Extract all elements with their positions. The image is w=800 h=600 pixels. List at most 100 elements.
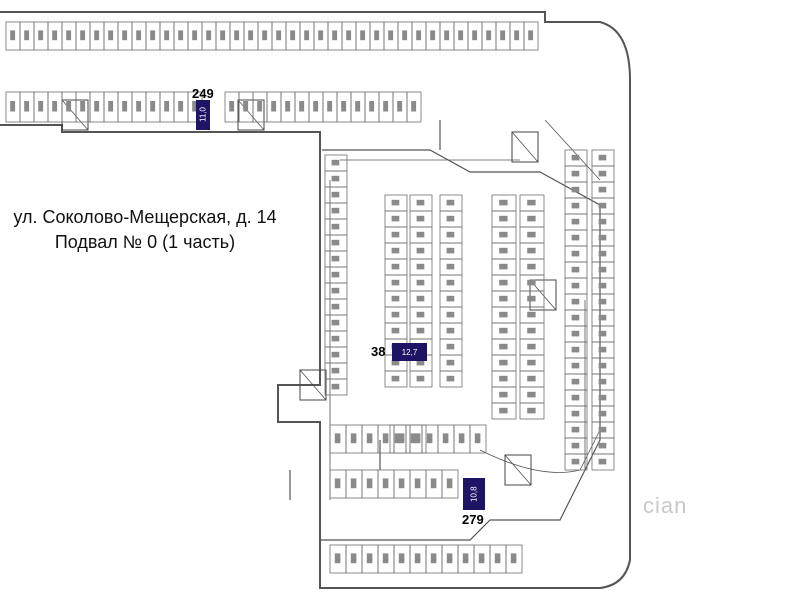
car-mark: [94, 30, 100, 41]
car-mark: [598, 346, 607, 353]
stair-core-diagonal: [299, 369, 327, 401]
car-mark: [446, 215, 455, 222]
car-mark: [52, 101, 58, 112]
car-mark: [416, 199, 425, 206]
stair-core-diagonal: [237, 99, 265, 131]
car-mark: [136, 30, 142, 41]
car-mark: [426, 433, 433, 444]
car-mark: [66, 101, 72, 112]
watermark-logo: cian: [643, 493, 688, 518]
car-mark: [334, 478, 341, 489]
car-mark: [527, 343, 536, 350]
car-mark: [571, 378, 580, 385]
parking-space: [523, 21, 539, 51]
car-mark: [499, 215, 508, 222]
car-mark: [150, 101, 156, 112]
parking-space: [491, 402, 517, 420]
car-mark: [571, 330, 580, 337]
car-mark: [331, 383, 340, 390]
car-mark: [391, 311, 400, 318]
car-mark: [416, 311, 425, 318]
car-mark: [391, 327, 400, 334]
car-mark: [416, 247, 425, 254]
car-mark: [290, 30, 296, 41]
car-mark: [398, 478, 405, 489]
car-mark: [382, 433, 389, 444]
car-mark: [527, 215, 536, 222]
car-mark: [355, 101, 361, 112]
car-mark: [414, 478, 421, 489]
car-mark: [416, 231, 425, 238]
car-mark: [271, 101, 277, 112]
car-mark: [571, 458, 580, 465]
car-mark: [391, 215, 400, 222]
plan-details: [10, 30, 607, 564]
car-mark: [350, 478, 357, 489]
car-mark: [499, 343, 508, 350]
car-mark: [257, 101, 263, 112]
car-mark: [571, 154, 580, 161]
car-mark: [38, 30, 44, 41]
car-mark: [350, 433, 357, 444]
car-mark: [331, 303, 340, 310]
car-mark: [398, 553, 405, 564]
space-area-279: 10,8: [463, 478, 485, 510]
car-mark: [527, 279, 536, 286]
car-mark: [416, 263, 425, 270]
car-mark: [499, 407, 508, 414]
car-mark: [499, 231, 508, 238]
car-mark: [331, 367, 340, 374]
car-mark: [391, 359, 400, 366]
car-mark: [571, 314, 580, 321]
parking-space: [591, 453, 615, 471]
car-mark: [391, 279, 400, 286]
car-mark: [80, 30, 86, 41]
car-mark: [571, 218, 580, 225]
car-mark: [416, 359, 425, 366]
car-mark: [499, 391, 508, 398]
car-mark: [499, 311, 508, 318]
car-mark: [374, 30, 380, 41]
outer-wall: [0, 11, 631, 589]
car-mark: [24, 101, 30, 112]
car-mark: [391, 263, 400, 270]
car-mark: [528, 30, 534, 41]
parking-space: [564, 453, 588, 471]
stair-core: [529, 279, 557, 311]
car-mark: [499, 247, 508, 254]
car-mark: [391, 199, 400, 206]
car-mark: [346, 30, 352, 41]
car-mark: [220, 30, 226, 41]
car-mark: [164, 30, 170, 41]
car-mark: [391, 375, 400, 382]
car-mark: [304, 30, 310, 41]
car-mark: [313, 101, 319, 112]
car-mark: [527, 311, 536, 318]
car-mark: [527, 359, 536, 366]
car-mark: [527, 407, 536, 414]
car-mark: [472, 30, 478, 41]
car-mark: [571, 266, 580, 273]
car-mark: [598, 378, 607, 385]
car-mark: [446, 343, 455, 350]
car-mark: [38, 101, 44, 112]
car-mark: [598, 362, 607, 369]
space-area-249: 11,0: [196, 100, 210, 130]
car-mark: [571, 346, 580, 353]
parking-space: [324, 378, 348, 396]
car-mark: [571, 410, 580, 417]
car-mark: [598, 202, 607, 209]
car-mark: [571, 298, 580, 305]
car-mark: [416, 375, 425, 382]
parking-space: [439, 370, 463, 388]
car-mark: [411, 101, 417, 112]
car-mark: [527, 263, 536, 270]
car-mark: [527, 247, 536, 254]
car-mark: [458, 30, 464, 41]
car-mark: [598, 458, 607, 465]
car-mark: [80, 101, 86, 112]
car-mark: [382, 553, 389, 564]
car-mark: [331, 319, 340, 326]
car-mark: [430, 30, 436, 41]
car-mark: [331, 207, 340, 214]
